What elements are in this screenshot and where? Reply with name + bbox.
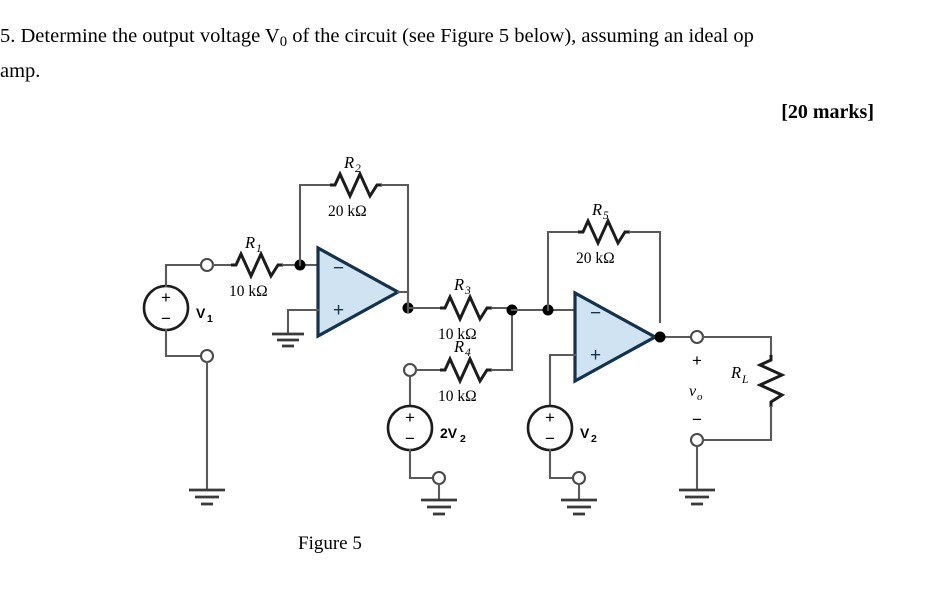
source-v2-label: V [580, 425, 590, 441]
figure-caption: Figure 5 [298, 533, 362, 554]
question-text: 5. Determine the output voltage V0 of th… [0, 22, 918, 86]
r3-name: R [453, 275, 464, 294]
terminal-v1-bottom [199, 348, 215, 364]
source-2v2-label: 2V [440, 425, 458, 441]
source-v1-plus: + [161, 288, 171, 307]
source-2v2-subscript: 2 [460, 433, 466, 445]
question-voltage-subscript: 0 [279, 34, 288, 51]
label-r1: R 1 10 kΩ [229, 233, 268, 300]
opamp-1: − + [316, 245, 402, 339]
question-number: 5. [0, 25, 16, 47]
r4-subscript: 4 [465, 347, 471, 359]
r5-subscript: 5 [603, 210, 609, 222]
ground-v1 [189, 488, 225, 506]
source-v2: + − V 2 [526, 404, 597, 452]
opamp2-noninverting-sign: + [590, 345, 601, 366]
r4-name: R [453, 337, 464, 356]
opamp1-noninverting-sign: + [333, 300, 344, 321]
rl-name: R [730, 363, 741, 382]
terminal-2v2-bottom [431, 470, 447, 486]
opamp2-inverting-sign: − [590, 303, 601, 324]
ground-opamp1 [272, 332, 304, 348]
marks-label: [20 marks] [781, 101, 874, 123]
source-v2-minus: − [545, 429, 555, 448]
label-r2: R 2 20 kΩ [328, 153, 367, 220]
r5-value: 20 kΩ [576, 250, 615, 267]
label-vo: + v o − [689, 351, 703, 429]
r3-value: 10 kΩ [438, 326, 477, 343]
ground-output [679, 488, 715, 506]
r2-subscript: 2 [355, 163, 361, 175]
source-v1: + − V 1 [142, 284, 213, 332]
terminal-v1-top [199, 257, 215, 273]
terminal-v2-bottom [571, 470, 587, 486]
source-v2-plus: + [545, 408, 555, 427]
vo-name: v [689, 383, 697, 400]
r2-name: R [343, 153, 354, 172]
question-line2: amp. [0, 60, 41, 83]
circuit-diagram: + − V 1 R 1 10 kΩ R 2 20 kΩ − + [142, 153, 786, 516]
source-2v2-minus: − [405, 429, 415, 448]
rl-subscript: L [741, 374, 748, 386]
r5-name: R [591, 200, 602, 219]
source-2v2-plus: + [405, 408, 415, 427]
ground-v2 [561, 498, 597, 516]
vo-minus-sign: − [692, 410, 702, 429]
label-r3: R 3 10 kΩ [438, 275, 477, 343]
question-line1-part-b: of the circuit (see Figure 5 below), ass… [287, 25, 754, 47]
source-v2-subscript: 2 [591, 433, 597, 445]
r3-subscript: 3 [464, 285, 471, 297]
terminal-vo-plus [689, 329, 705, 345]
source-v1-subscript: 1 [207, 313, 213, 325]
label-rl: R L [730, 363, 748, 386]
label-r4: R 4 10 kΩ [438, 337, 477, 405]
r1-value: 10 kΩ [229, 283, 268, 300]
terminal-r4-left [402, 362, 418, 378]
r4-value: 10 kΩ [438, 388, 477, 405]
source-v1-label: V [196, 305, 206, 321]
r1-name: R [244, 233, 255, 252]
label-r5: R 5 20 kΩ [576, 200, 615, 267]
ground-2v2 [421, 498, 457, 516]
r2-value: 20 kΩ [328, 203, 367, 220]
opamp-2: − + [573, 290, 659, 384]
source-2v2: + − 2V 2 [386, 404, 466, 452]
vo-subscript: o [697, 391, 703, 403]
node-opamp2-output [654, 331, 666, 343]
vo-plus-sign: + [692, 351, 702, 370]
question-line1-part-a: Determine the output voltage V [20, 25, 280, 47]
source-v1-minus: − [161, 309, 171, 328]
opamp1-inverting-sign: − [333, 258, 344, 279]
terminal-vo-minus [689, 432, 705, 448]
r1-subscript: 1 [256, 243, 262, 255]
